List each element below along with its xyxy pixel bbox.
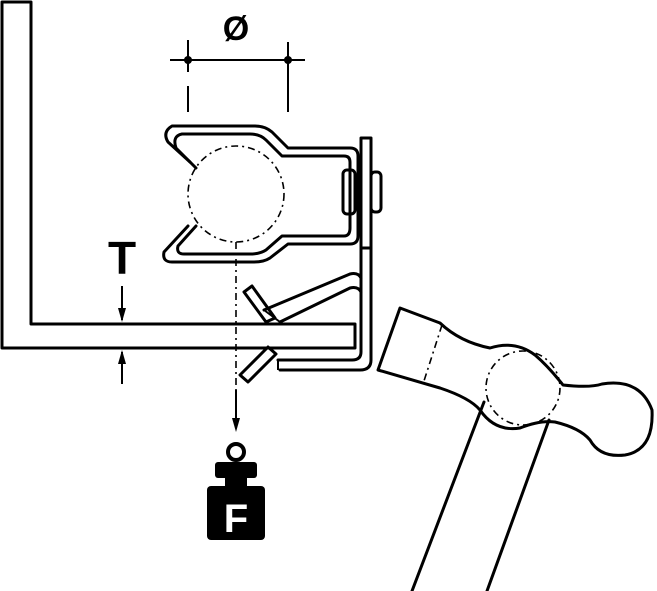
force-label: F xyxy=(224,497,248,541)
weight-hook xyxy=(226,442,246,462)
thickness-dimension: T xyxy=(108,232,136,384)
diameter-dimension: Ø xyxy=(170,10,305,112)
weight-body xyxy=(207,486,265,540)
diameter-label: Ø xyxy=(223,10,249,48)
flange-clip xyxy=(238,136,383,384)
pipe xyxy=(187,145,285,243)
hammer xyxy=(376,306,654,591)
thickness-label: T xyxy=(108,232,136,284)
pipe-clip xyxy=(162,124,360,264)
force-weight: F xyxy=(207,390,265,541)
beam xyxy=(0,0,357,350)
